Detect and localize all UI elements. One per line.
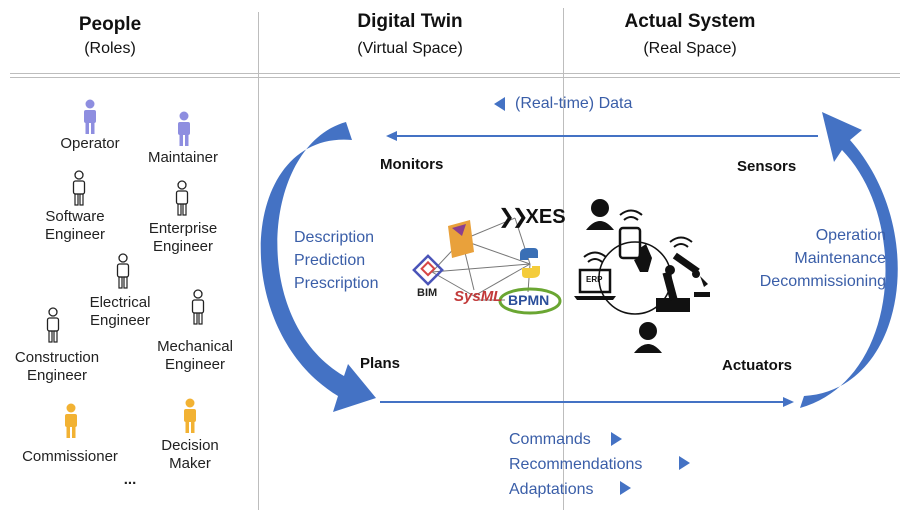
person-icon-software-engineer [72,170,86,206]
person-icon-maintainer [178,111,190,146]
function-maintenance: Maintenance [794,250,886,267]
function-operation: Operation [815,227,886,244]
model-network-lines [431,217,531,301]
wifi-icon-laptop [583,251,607,263]
function-prescription: Prescription [294,275,379,292]
sensors-label: Sensors [737,158,797,175]
role-maintainer: Maintainer [147,149,219,166]
bim-logo-icon [412,254,444,286]
person-icon-operator [84,99,96,134]
user-silhouette-icon-top [586,199,614,230]
digital-twin-title: Digital Twin [357,11,463,32]
system-functions-list: Operation Maintenance Decommissioning [720,224,886,293]
function-prediction: Prediction [294,252,366,269]
data-line-arrow [386,131,818,141]
person-icon-decision-maker [184,398,196,433]
person-icon-enterprise-engineer [175,180,189,216]
bpmn-logo-ring-icon [498,287,562,315]
python-logo-icon [520,248,540,278]
outputs-list: Commands Recommendations Adaptations [509,427,642,502]
data-label: (Real-time) Data [515,95,633,112]
actual-system-title: Actual System [624,11,756,32]
left-loop-arrow [260,122,376,412]
plans-label: Plans [360,355,401,372]
column-divider-left [258,12,259,510]
header-divider-bottom [10,77,900,78]
xes-chevron-icon: ❯❯ [498,206,528,228]
person-icon-mechanical-engineer [191,289,205,325]
right-loop-arrow [800,112,898,408]
uml-logo-icon [448,220,474,258]
sysml-logo-text: SysML [454,288,503,305]
wifi-icon-tablet [619,209,643,221]
output-recommendations: Recommendations [509,456,643,473]
robot-arm-icon [656,252,710,312]
function-description: Description [294,229,375,246]
adaptations-triangle-icon [620,481,631,495]
people-subtitle: (Roles) [84,40,136,57]
roles-ellipsis: ... [123,471,137,488]
recommendations-triangle-icon [679,456,690,470]
twin-functions-list: Description Prediction Prescription [294,226,378,295]
data-triangle-icon [494,97,505,111]
person-icon-electrical-engineer [116,253,130,289]
person-icon-construction-engineer [46,307,60,343]
output-adaptations: Adaptations [509,481,594,498]
digital-twin-subtitle: (Virtual Space) [357,40,463,57]
xes-logo-text: ❯❯XES [498,206,566,228]
output-commands: Commands [509,431,591,448]
actual-system-subtitle: (Real Space) [643,40,737,57]
role-commissioner: Commissioner [22,448,118,465]
function-decommissioning: Decommissioning [759,273,886,290]
bpmn-logo-text: BPMN [508,292,550,308]
wifi-icon-robot [669,236,693,248]
user-silhouette-icon-bottom [634,322,662,353]
monitors-label: Monitors [380,156,444,173]
column-divider-center [563,8,564,510]
role-operator: Operator [60,135,120,152]
command-line-arrow [380,397,794,407]
header-divider-top [10,73,900,74]
actuators-label: Actuators [722,357,793,374]
tablet-touch-icon [618,226,652,272]
person-icon-commissioner [65,403,77,438]
commands-triangle-icon [611,432,622,446]
erp-logo-text: ERP [586,275,603,284]
bim-logo-text: BIM [417,287,438,299]
people-title: People [78,14,142,35]
